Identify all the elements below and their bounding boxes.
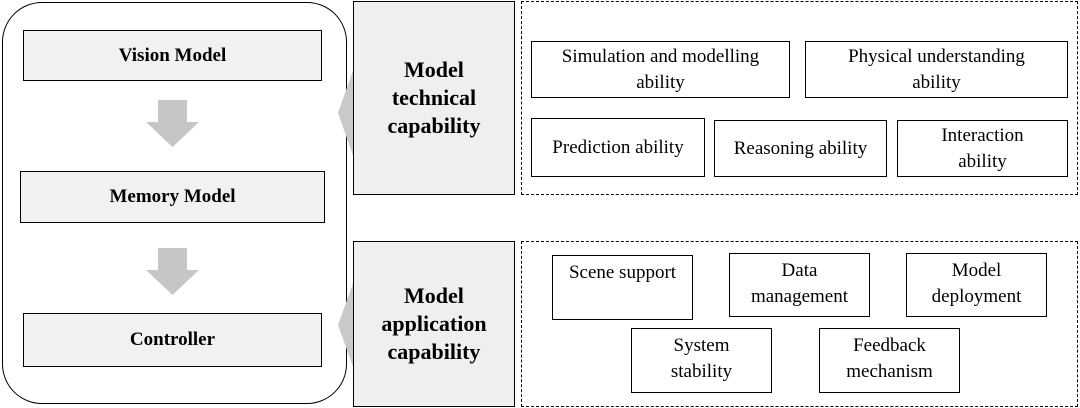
left-arrow-icon bbox=[338, 62, 356, 164]
technical-title-line2: technical bbox=[391, 85, 477, 110]
application-title-line3: capability bbox=[387, 339, 481, 364]
controller-box: Controller bbox=[23, 313, 322, 367]
application-title-line1: Model bbox=[404, 283, 464, 308]
technical-title-line3: capability bbox=[387, 113, 481, 138]
technical-item: Prediction ability bbox=[531, 118, 705, 177]
technical-capability-box: Model technical capability bbox=[353, 1, 515, 195]
vision-model-label: Vision Model bbox=[118, 44, 227, 66]
technical-title-line1: Model bbox=[404, 57, 464, 82]
memory-model-label: Memory Model bbox=[109, 186, 236, 207]
down-arrow-icon bbox=[146, 248, 199, 295]
technical-item: Reasoning ability bbox=[714, 120, 887, 177]
application-capability-box: Model application capability bbox=[353, 241, 515, 407]
memory-model-box: Memory Model bbox=[20, 171, 325, 223]
down-arrow-icon bbox=[146, 100, 199, 147]
vision-model-box: Vision Model bbox=[23, 30, 322, 81]
application-title-line2: application bbox=[381, 311, 487, 336]
controller-label: Controller bbox=[129, 329, 216, 350]
application-item: Scene support bbox=[552, 255, 693, 320]
left-arrow-icon bbox=[338, 275, 356, 375]
